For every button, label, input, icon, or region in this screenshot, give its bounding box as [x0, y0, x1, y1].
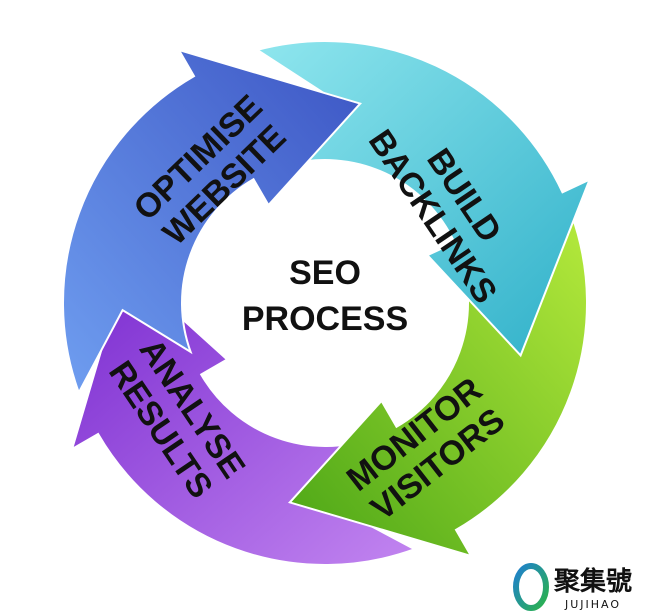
- cycle-arrows: [62, 39, 592, 566]
- watermark: 聚集號 JUJIHAO: [513, 563, 632, 611]
- brand-en-text: JUJIHAO: [564, 598, 621, 611]
- center-title-line2: PROCESS: [242, 300, 408, 338]
- jujihao-logo-icon: [513, 563, 549, 611]
- brand-cn-text: 聚集號: [553, 566, 632, 597]
- center-title-line1: SEO: [289, 254, 361, 292]
- optimise-website-arrow: [62, 48, 363, 396]
- center-title: SEO PROCESS: [242, 254, 408, 338]
